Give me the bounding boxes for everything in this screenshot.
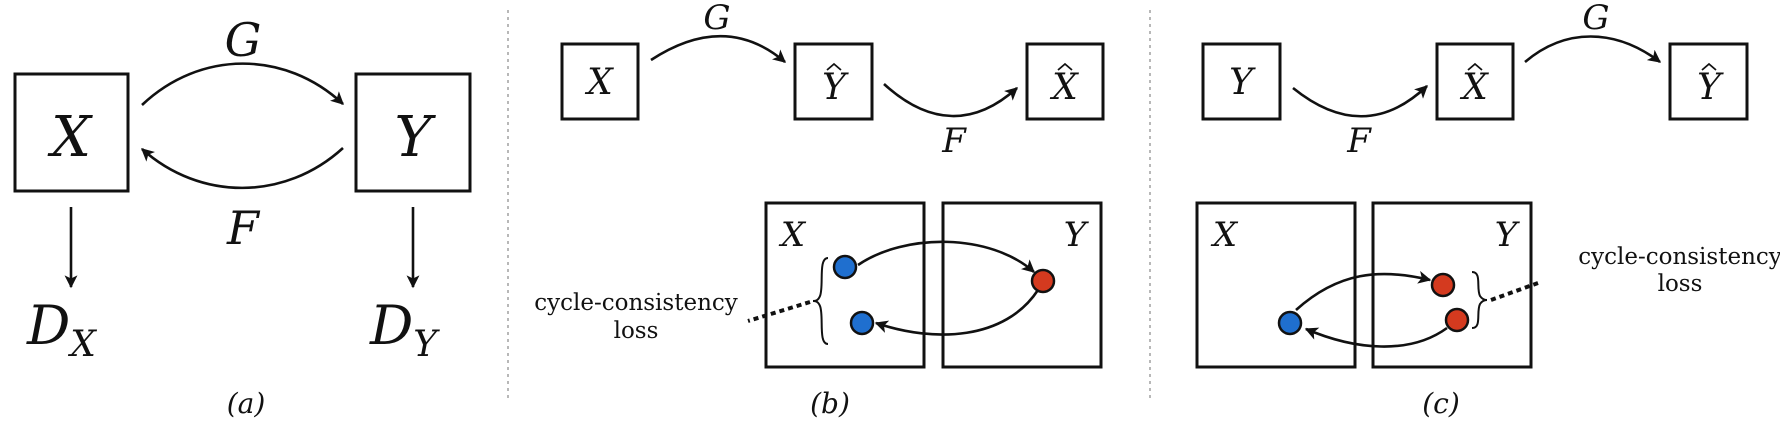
backward-mapping-arrow	[1304, 326, 1448, 348]
loss-label-line1: cycle-consistency	[1578, 244, 1780, 270]
mapping-g-label: G	[225, 13, 262, 67]
mapping-f-arrow	[883, 83, 1018, 118]
chain-node-2-hat	[826, 62, 842, 71]
node-y-box	[354, 72, 472, 193]
forward-mapping-arrow	[1295, 270, 1432, 311]
mapping-g-label: G	[1582, 0, 1609, 38]
reconstructed-point	[1444, 307, 1470, 333]
disc-x-subscript: X	[67, 324, 97, 365]
chain-node-3-hat	[1057, 62, 1073, 71]
translated-point	[1430, 272, 1456, 298]
chain-node-2-label: Y	[822, 67, 849, 108]
mapping-f-label: F	[226, 201, 261, 255]
domain-x-label: X	[1210, 215, 1239, 255]
panel-b: X Y X G F X Y cycle-consistency loss (b)	[534, 0, 1105, 420]
node-x-box	[13, 72, 130, 193]
node-y-label: Y	[395, 105, 437, 170]
chain-node-3-label: Y	[1697, 67, 1724, 108]
disc-x-label: DX	[26, 294, 97, 365]
domain-x-label: X	[778, 215, 807, 255]
caption-a: (a)	[227, 387, 266, 420]
backward-mapping-arrow	[874, 289, 1040, 336]
chain-node-3-hat	[1701, 62, 1717, 71]
domain-y-box	[1371, 201, 1533, 369]
chain-node-3-label: X	[1049, 67, 1079, 108]
mapping-g-arrow	[1524, 35, 1662, 64]
domain-y-box	[941, 201, 1103, 369]
loss-label-line1: cycle-consistency	[534, 290, 738, 316]
loss-dashed-line	[747, 300, 811, 323]
caption-b: (b)	[810, 387, 850, 420]
mapping-f-label: F	[941, 121, 967, 161]
mapping-g-arrow	[650, 35, 786, 63]
reconstructed-point	[849, 310, 875, 336]
domain-y-label: Y	[1064, 215, 1090, 255]
mapping-f-label: F	[1346, 121, 1372, 161]
chain-node-1-box	[1201, 42, 1282, 121]
source-point	[1277, 310, 1303, 336]
chain-node-3-box	[1668, 42, 1749, 121]
chain-node-1-label: X	[584, 62, 614, 103]
domain-x-box	[1195, 201, 1357, 369]
chain-node-2-hat	[1467, 62, 1483, 71]
chain-node-1-box	[560, 42, 640, 121]
mapping-g-arrow	[141, 62, 344, 106]
forward-mapping-arrow	[857, 240, 1035, 273]
loss-brace	[812, 257, 829, 345]
source-point	[832, 254, 858, 280]
mapping-f-arrow	[141, 147, 344, 190]
mapping-f-arrow	[1292, 85, 1428, 118]
translated-point	[1030, 268, 1056, 294]
node-x-label: X	[47, 105, 93, 170]
disc-y-label: DY	[369, 294, 440, 365]
domain-x-box	[764, 201, 926, 369]
caption-c: (c)	[1422, 387, 1460, 420]
loss-brace	[1471, 271, 1488, 329]
chain-node-2-box	[1435, 42, 1515, 121]
loss-label-line2: loss	[614, 318, 659, 344]
mapping-g-label: G	[703, 0, 730, 38]
chain-node-2-box	[793, 42, 874, 121]
loss-label-line2: loss	[1658, 271, 1703, 297]
chain-node-1-label: Y	[1229, 62, 1256, 103]
chain-node-2-label: X	[1459, 67, 1489, 108]
domain-y-label: Y	[1495, 215, 1521, 255]
panel-a: X Y G F DX DY (a)	[13, 13, 472, 420]
disc-y-subscript: Y	[413, 324, 440, 365]
panel-c: Y X Y F G X Y cycle-consistency loss (c)	[1195, 0, 1780, 420]
chain-node-3-box	[1025, 42, 1105, 121]
